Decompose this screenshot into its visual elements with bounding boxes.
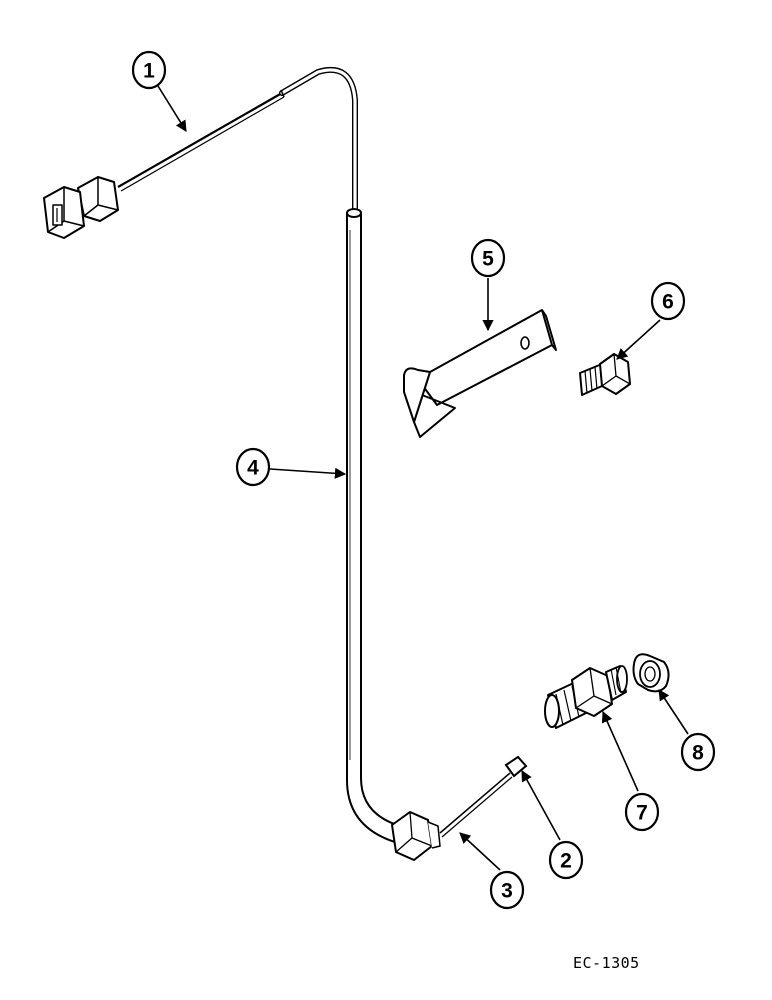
callout-7: 7 xyxy=(624,792,660,832)
callout-3-label: 3 xyxy=(501,880,513,903)
callout-3: 3 xyxy=(489,870,525,910)
leader-1 xyxy=(157,85,187,132)
callout-8: 8 xyxy=(680,732,716,772)
callout-1-label: 1 xyxy=(143,60,155,83)
callout-6-label: 6 xyxy=(662,291,674,314)
callout-2-label: 2 xyxy=(560,850,572,873)
leader-3 xyxy=(459,832,501,871)
callout-4: 4 xyxy=(235,447,271,487)
callout-1: 1 xyxy=(131,50,167,90)
leader-6 xyxy=(616,319,661,360)
leader-7 xyxy=(601,710,639,792)
leader-lines xyxy=(157,85,689,871)
washer-part xyxy=(632,653,670,693)
mounting-clip-part xyxy=(403,309,557,438)
callout-8-label: 8 xyxy=(692,742,704,765)
adapter-fitting-part xyxy=(544,665,628,729)
callout-5-label: 5 xyxy=(482,248,494,271)
leader-2 xyxy=(521,770,561,841)
callout-6: 6 xyxy=(650,281,686,321)
leader-4 xyxy=(269,467,347,479)
callout-2: 2 xyxy=(548,840,584,880)
sensor-tube-part xyxy=(346,208,441,862)
callout-4-label: 4 xyxy=(247,457,259,480)
figure-code: EC-1305 xyxy=(573,954,640,972)
callout-7-label: 7 xyxy=(636,802,648,825)
leader-8 xyxy=(658,689,689,735)
bolt-part xyxy=(579,353,631,396)
callout-5: 5 xyxy=(470,238,506,278)
wire-harness-part xyxy=(43,66,358,239)
sensor-lead-part xyxy=(439,755,528,838)
